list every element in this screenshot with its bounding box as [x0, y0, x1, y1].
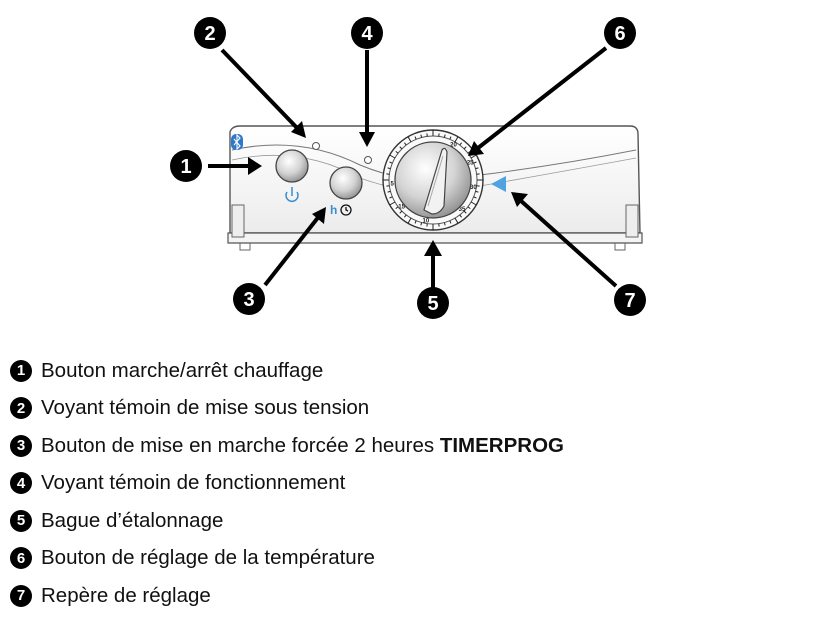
scale-tick: [463, 210, 467, 214]
callout-7: 7: [614, 284, 646, 316]
legend-number: 3: [10, 434, 32, 457]
svg-text:2: 2: [204, 23, 215, 45]
legend-item-1: 1 Bouton marche/arrêt chauffage: [10, 352, 810, 390]
scale-tick: [403, 142, 407, 146]
scale-tick-label: 5: [390, 182, 394, 188]
legend-number: 6: [10, 547, 32, 570]
scale-tick: [399, 210, 403, 214]
callout-arrows: [208, 46, 618, 290]
scale-tick: [475, 190, 479, 193]
scale-tick-label: 30: [470, 185, 477, 191]
scale-tick-label: 10: [423, 218, 430, 224]
scale-ticks: [383, 130, 483, 230]
scale-tick: [470, 201, 477, 206]
scale-tick: [443, 222, 446, 226]
scale-tick: [387, 167, 391, 170]
scale-tick-labels: 20 25 30 35 10 15 5: [390, 142, 477, 224]
svg-text:1: 1: [180, 156, 191, 178]
scale-tick: [454, 217, 459, 224]
operation-indicator-lamp: [364, 156, 372, 164]
legend-text: Voyant témoin de mise sous tension: [41, 396, 370, 420]
scale-tick-label: 25: [467, 161, 474, 167]
legend-text: Repère de réglage: [41, 583, 211, 607]
scale-tick: [459, 142, 463, 146]
heating-power-button[interactable]: [275, 149, 309, 183]
scale-tick: [407, 136, 412, 143]
legend-text: Bague d’étalonnage: [41, 508, 224, 532]
scale-tick-label: 35: [459, 207, 466, 213]
callout-5: 5: [417, 287, 449, 319]
scale-tick-label: 20: [450, 142, 457, 148]
timer-label: h: [330, 203, 337, 217]
scale-tick: [395, 150, 399, 154]
callout-3: 3: [233, 283, 265, 315]
timer-icon: [340, 204, 352, 216]
callout-2: 2: [194, 17, 226, 49]
legend-text: Voyant témoin de fonctionnement: [41, 471, 346, 495]
temperature-dial-knob[interactable]: [394, 141, 472, 219]
scale-tick: [403, 214, 407, 218]
legend-item-3: 3 Bouton de mise en marche forcée 2 heur…: [10, 427, 810, 465]
legend-number: 7: [10, 584, 32, 607]
power-indicator-lamp: [312, 142, 320, 150]
scale-tick: [463, 146, 467, 150]
timerprog-button[interactable]: [329, 166, 363, 200]
svg-text:5: 5: [427, 293, 438, 315]
scale-tick: [475, 167, 479, 170]
scale-tick: [449, 136, 452, 140]
scale-tick: [420, 222, 423, 226]
scale-tick: [473, 161, 477, 164]
scale-tick: [420, 134, 423, 138]
scale-tick: [407, 217, 412, 224]
scale-tick-label: 15: [398, 204, 405, 210]
callout-1: 1: [170, 150, 202, 182]
scale-tick: [443, 134, 446, 138]
callout-4: 4: [351, 17, 383, 49]
legend-text: Bouton marche/arrêt chauffage: [41, 358, 324, 382]
scale-tick: [454, 136, 459, 143]
setting-marker-triangle: [491, 176, 506, 192]
legend-number: 4: [10, 472, 32, 495]
scale-tick: [473, 196, 477, 199]
scale-tick: [395, 206, 399, 210]
callout-6: 6: [604, 17, 636, 49]
legend-text: Bouton de réglage de la température: [41, 546, 375, 570]
power-icon: [285, 187, 299, 202]
scale-tick: [414, 136, 417, 140]
scale-tick: [467, 206, 471, 210]
scale-tick: [389, 154, 396, 159]
bluetooth-icon: [231, 133, 243, 151]
legend-item-4: 4 Voyant témoin de fonctionnement: [10, 465, 810, 503]
legend-item-7: 7 Repère de réglage: [10, 577, 810, 615]
scale-tick: [387, 190, 391, 193]
svg-text:4: 4: [361, 23, 373, 45]
scale-tick: [399, 146, 403, 150]
legend-number: 5: [10, 509, 32, 532]
legend-item-6: 6 Bouton de réglage de la température: [10, 540, 810, 578]
scale-tick: [389, 201, 396, 206]
scale-tick: [459, 214, 463, 218]
scale-tick: [389, 161, 393, 164]
scale-tick: [470, 154, 477, 159]
scale-tick: [389, 196, 393, 199]
svg-text:3: 3: [243, 289, 254, 311]
legend-item-2: 2 Voyant témoin de mise sous tension: [10, 390, 810, 428]
callout-badges: 1 2 3 4 5 6 7: [170, 17, 646, 319]
legend-number: 1: [10, 359, 32, 382]
legend-number: 2: [10, 397, 32, 420]
legend-text: Bouton de mise en marche forcée 2 heures: [41, 433, 440, 457]
svg-text:6: 6: [614, 23, 625, 45]
legend-text-bold: TIMERPROG: [439, 433, 564, 457]
legend-item-5: 5 Bague d’étalonnage: [10, 502, 810, 540]
legend: 1 Bouton marche/arrêt chauffage 2 Voyant…: [10, 352, 810, 615]
svg-text:7: 7: [624, 290, 635, 312]
scale-tick: [414, 220, 417, 224]
scale-tick: [449, 220, 452, 224]
